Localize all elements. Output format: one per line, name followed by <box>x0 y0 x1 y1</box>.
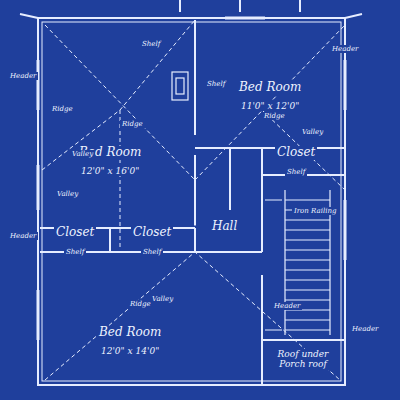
room-note: Shelf <box>285 168 307 176</box>
room-area: Bed Room 12'0" x 14'0" <box>97 322 163 358</box>
room-name: Closet <box>275 146 317 160</box>
room-area: Bed Room 11'0" x 12'0" <box>237 77 303 113</box>
plan-note: Shelf <box>140 40 162 48</box>
room-note: 11'0" x 12'0" <box>239 101 301 111</box>
room-name: Roof under Porch roof <box>268 349 338 370</box>
room-note: Shelf <box>141 248 163 256</box>
room-area: ClosetShelf <box>131 222 173 258</box>
plan-note: Header <box>272 302 302 310</box>
plan-note: Iron Railing <box>292 207 338 215</box>
room-note: 12'0" x 16'0" <box>79 166 141 176</box>
room-area: Bed Room12'0" x 16'0" <box>77 142 143 178</box>
room-name: Hall <box>210 220 239 234</box>
plan-note: Valley <box>55 190 80 198</box>
room-area: ClosetShelf <box>54 222 96 258</box>
plan-note: Header <box>350 325 380 333</box>
plan-note: Valley <box>300 128 325 136</box>
room-name: Bed Room <box>237 81 303 95</box>
plan-note: Ridge <box>50 105 75 113</box>
plan-note: Header <box>8 72 38 80</box>
room-note: Shelf <box>64 248 86 256</box>
plan-note: Valley <box>70 150 95 158</box>
plan-note: Shelf <box>205 80 227 88</box>
plan-note: Header <box>330 45 360 53</box>
room-area: ClosetShelf <box>275 142 317 178</box>
plan-note: Ridge <box>120 120 145 128</box>
room-name: Closet <box>54 226 96 240</box>
room-area: Roof under Porch roof <box>268 349 338 371</box>
room-area: Hall <box>210 216 239 234</box>
room-name: Closet <box>131 226 173 240</box>
plan-note: Header <box>8 232 38 240</box>
plan-note: Valley <box>150 295 175 303</box>
room-note: 12'0" x 14'0" <box>99 346 161 356</box>
room-name: Bed Room <box>97 326 163 340</box>
plan-note: Ridge <box>262 112 287 120</box>
plan-note: Ridge <box>128 300 153 308</box>
